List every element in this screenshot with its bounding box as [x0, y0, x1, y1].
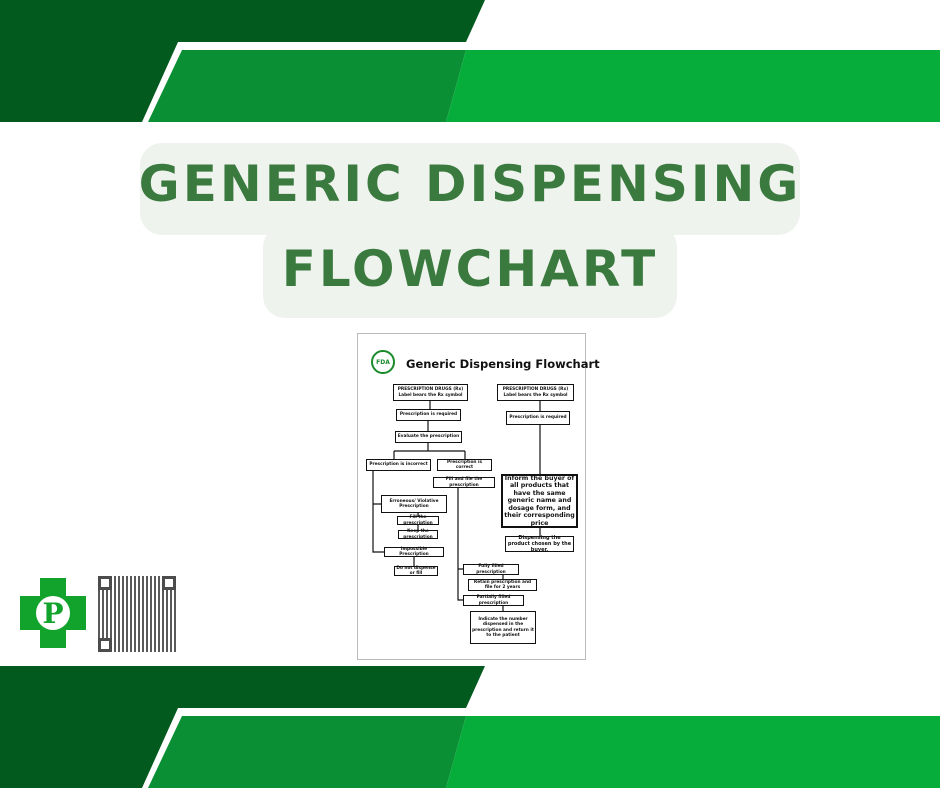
box-evaluate: Evaluate the prescription	[395, 431, 462, 443]
box-rx-right: PRESCRIPTION DRUGS (Rx) Label bears the …	[497, 384, 574, 401]
box-inform: Inform the buyer of all products that ha…	[501, 474, 578, 528]
page-title-line2: FLOWCHART	[281, 240, 659, 298]
fda-logo: FDA	[371, 350, 395, 374]
svg-text:P: P	[42, 597, 63, 630]
box-correct: Prescription is correct	[437, 459, 492, 471]
box-retain: Retain prescription and file for 2 years	[468, 579, 537, 591]
box-fully-filled: Fully filled prescription	[463, 564, 519, 575]
box-keep: Keep the prescription	[398, 529, 438, 540]
flowchart-image: FDA Generic Dispensing Flowchart PRESCRI…	[357, 333, 600, 660]
box-partially-filled: Partially filled prescription	[463, 595, 524, 606]
bottom-banner	[0, 666, 940, 788]
qr-code-icon	[98, 576, 176, 652]
page-title-line1: GENERIC DISPENSING	[138, 155, 802, 213]
box-rx-left: PRESCRIPTION DRUGS (Rx) Label bears the …	[393, 384, 468, 401]
flowchart-title: Generic Dispensing Flowchart	[406, 357, 600, 371]
box-impossible: Impossible Prescription	[384, 547, 444, 557]
top-banner	[0, 0, 940, 122]
box-indicate: Indicate the number dispensed in the pre…	[470, 611, 536, 644]
box-dispensing: Dispensing the product chosen by the buy…	[505, 535, 574, 553]
box-fill-file: Fill and file the prescription	[433, 477, 495, 488]
box-fill: Fill the prescription	[397, 515, 439, 526]
box-incorrect: Prescription is incorrect	[366, 459, 431, 471]
box-erroneous: Erroneous/ Violative Prescription	[381, 495, 447, 513]
pharmacy-cross-p-icon: P	[20, 578, 86, 648]
title-bg-bottom	[263, 225, 677, 318]
box-required-left: Prescription is required	[396, 409, 461, 421]
box-required-right: Prescription is required	[506, 411, 570, 425]
box-do-not-dispense: Do not dispense or fill	[394, 566, 438, 576]
title-bg-top	[140, 143, 800, 235]
